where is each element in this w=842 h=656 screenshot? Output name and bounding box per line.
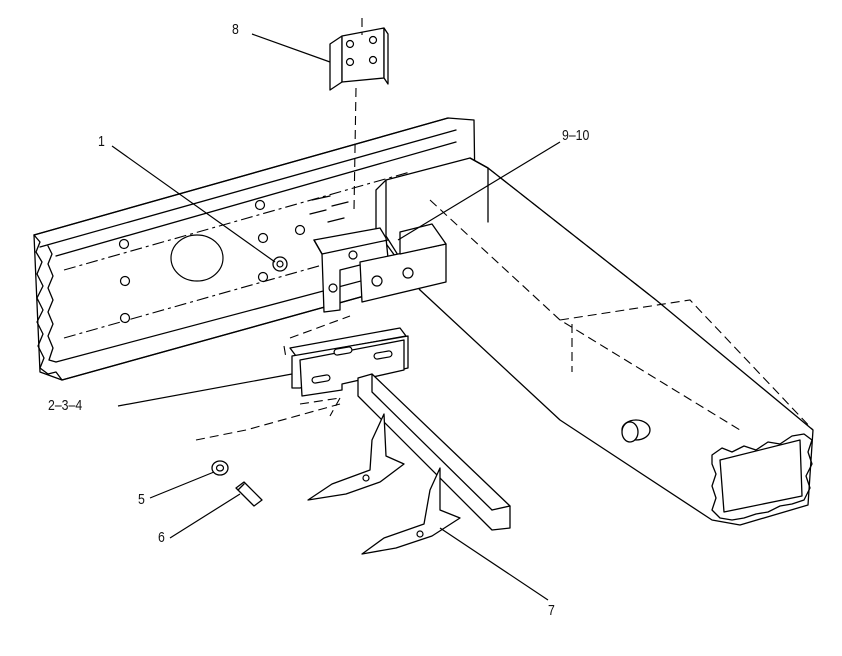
tongue-tube xyxy=(375,157,814,526)
washer-and-bolt xyxy=(195,403,341,507)
upper-bracket xyxy=(329,18,389,211)
callout-5: 5 xyxy=(138,491,145,508)
shank-and-sweeps xyxy=(307,373,511,555)
callout-1: 1 xyxy=(98,133,105,150)
callout-2-3-4: 2–3–4 xyxy=(48,397,83,414)
callout-7: 7 xyxy=(548,602,555,619)
frame-rail xyxy=(33,117,477,381)
callout-9-10: 9–10 xyxy=(562,127,590,144)
leader-lines xyxy=(111,33,561,601)
callout-6: 6 xyxy=(158,529,165,546)
callout-8: 8 xyxy=(232,21,239,38)
mount-bracket xyxy=(309,195,447,313)
clamp-plates xyxy=(283,315,409,417)
